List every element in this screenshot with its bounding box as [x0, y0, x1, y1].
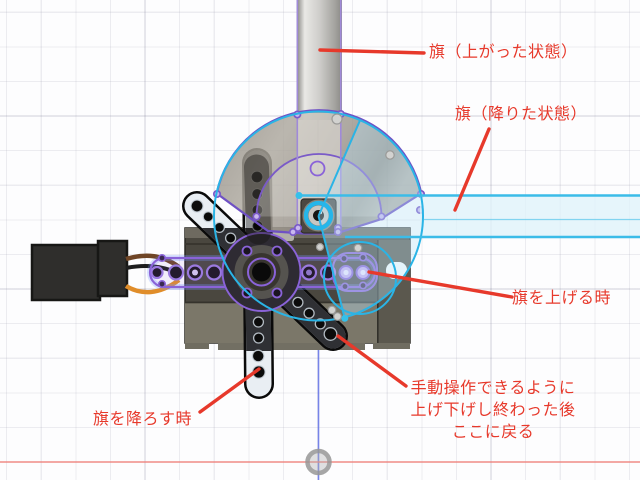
label-manual-return: 手動操作できるように 上げ下げし終わった後 ここに戻る: [400, 378, 586, 444]
label-when-lowering: 旗を降ろす時: [93, 411, 193, 428]
origin-marker[interactable]: [305, 448, 332, 476]
cyan-sketch-point: [295, 192, 303, 199]
leader-when-raising: [367, 270, 514, 299]
fan-small-hole-sketch: [309, 160, 326, 177]
servo-shaft-hub[interactable]: [221, 232, 302, 312]
flag-pole-raised[interactable]: [296, 0, 343, 120]
reference-points: [315, 113, 395, 321]
pivot-highlight-ring[interactable]: [303, 200, 334, 231]
leader-manual-return: [336, 334, 408, 388]
cyan-sketch-point: [341, 314, 349, 322]
servo-connector[interactable]: [30, 239, 129, 302]
label-flag-raised: 旗（上がった状態）: [429, 44, 578, 61]
label-flag-lowered: 旗（降りた状態）: [455, 106, 588, 123]
leader-flag-raised: [318, 48, 426, 55]
leader-when-lowering: [198, 367, 261, 414]
annotation-leaders: [198, 48, 514, 414]
label-when-raising: 旗を上げる時: [512, 290, 612, 307]
label-manual-return-line1: 手動操作できるように: [410, 380, 576, 397]
leader-flag-lowered: [453, 127, 491, 212]
label-manual-return-line2: 上げ下げし終わった後: [410, 402, 576, 419]
fan-inner-step: [256, 154, 382, 217]
arm-sketch-points: [158, 253, 367, 291]
label-manual-return-line3: ここに戻る: [451, 424, 535, 441]
